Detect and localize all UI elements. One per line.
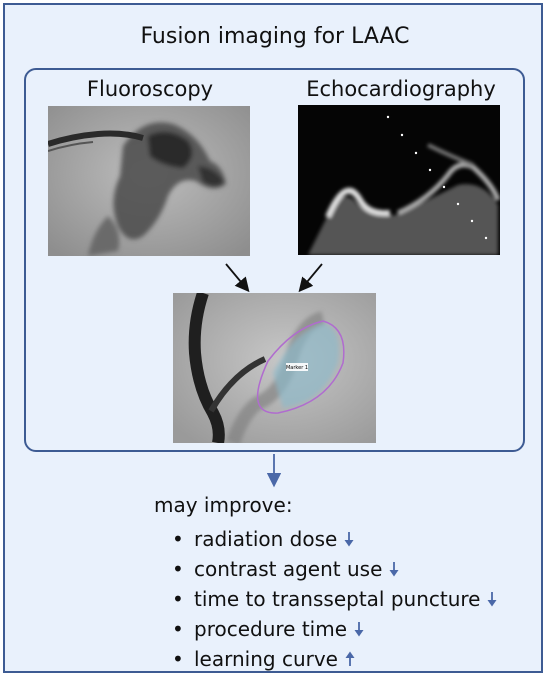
fusion-image: Marker 1 <box>173 293 376 443</box>
improve-item-label: procedure time <box>194 617 348 641</box>
improve-item: • learning curve <box>172 644 498 674</box>
arrow-fluoro-to-fusion <box>225 263 250 293</box>
improve-item-label: learning curve <box>194 647 338 671</box>
echocardiography-label: Echocardiography <box>306 77 496 101</box>
arrow-down-icon <box>344 532 354 547</box>
bullet-icon: • <box>172 527 184 551</box>
fluoroscopy-image <box>48 106 250 256</box>
improve-item-label: contrast agent use <box>194 557 383 581</box>
arrow-up-icon <box>345 651 355 666</box>
improve-list: • radiation dose • contrast agent use • time … <box>172 524 498 674</box>
bullet-icon: • <box>172 557 184 581</box>
arrow-echo-to-fusion <box>298 263 323 293</box>
arrow-down-icon <box>354 622 364 637</box>
improve-item-label: time to transseptal puncture <box>194 587 481 611</box>
bullet-icon: • <box>172 647 184 671</box>
improve-heading: may improve: <box>154 493 293 517</box>
bullet-icon: • <box>172 617 184 641</box>
improve-item: • contrast agent use <box>172 554 498 584</box>
echocardiography-image <box>298 105 500 255</box>
improve-item-label: radiation dose <box>194 527 338 551</box>
diagram-title: Fusion imaging for LAAC <box>140 24 410 49</box>
arrow-down-icon <box>487 592 497 607</box>
improve-item: • time to transseptal puncture <box>172 584 498 614</box>
improve-item: • procedure time <box>172 614 498 644</box>
bullet-icon: • <box>172 587 184 611</box>
arrow-down-icon <box>389 562 399 577</box>
fusion-marker-label: Marker 1 <box>286 365 308 371</box>
imaging-group-frame <box>24 68 525 452</box>
fluoroscopy-label: Fluoroscopy <box>86 77 214 101</box>
improve-item: • radiation dose <box>172 524 498 554</box>
